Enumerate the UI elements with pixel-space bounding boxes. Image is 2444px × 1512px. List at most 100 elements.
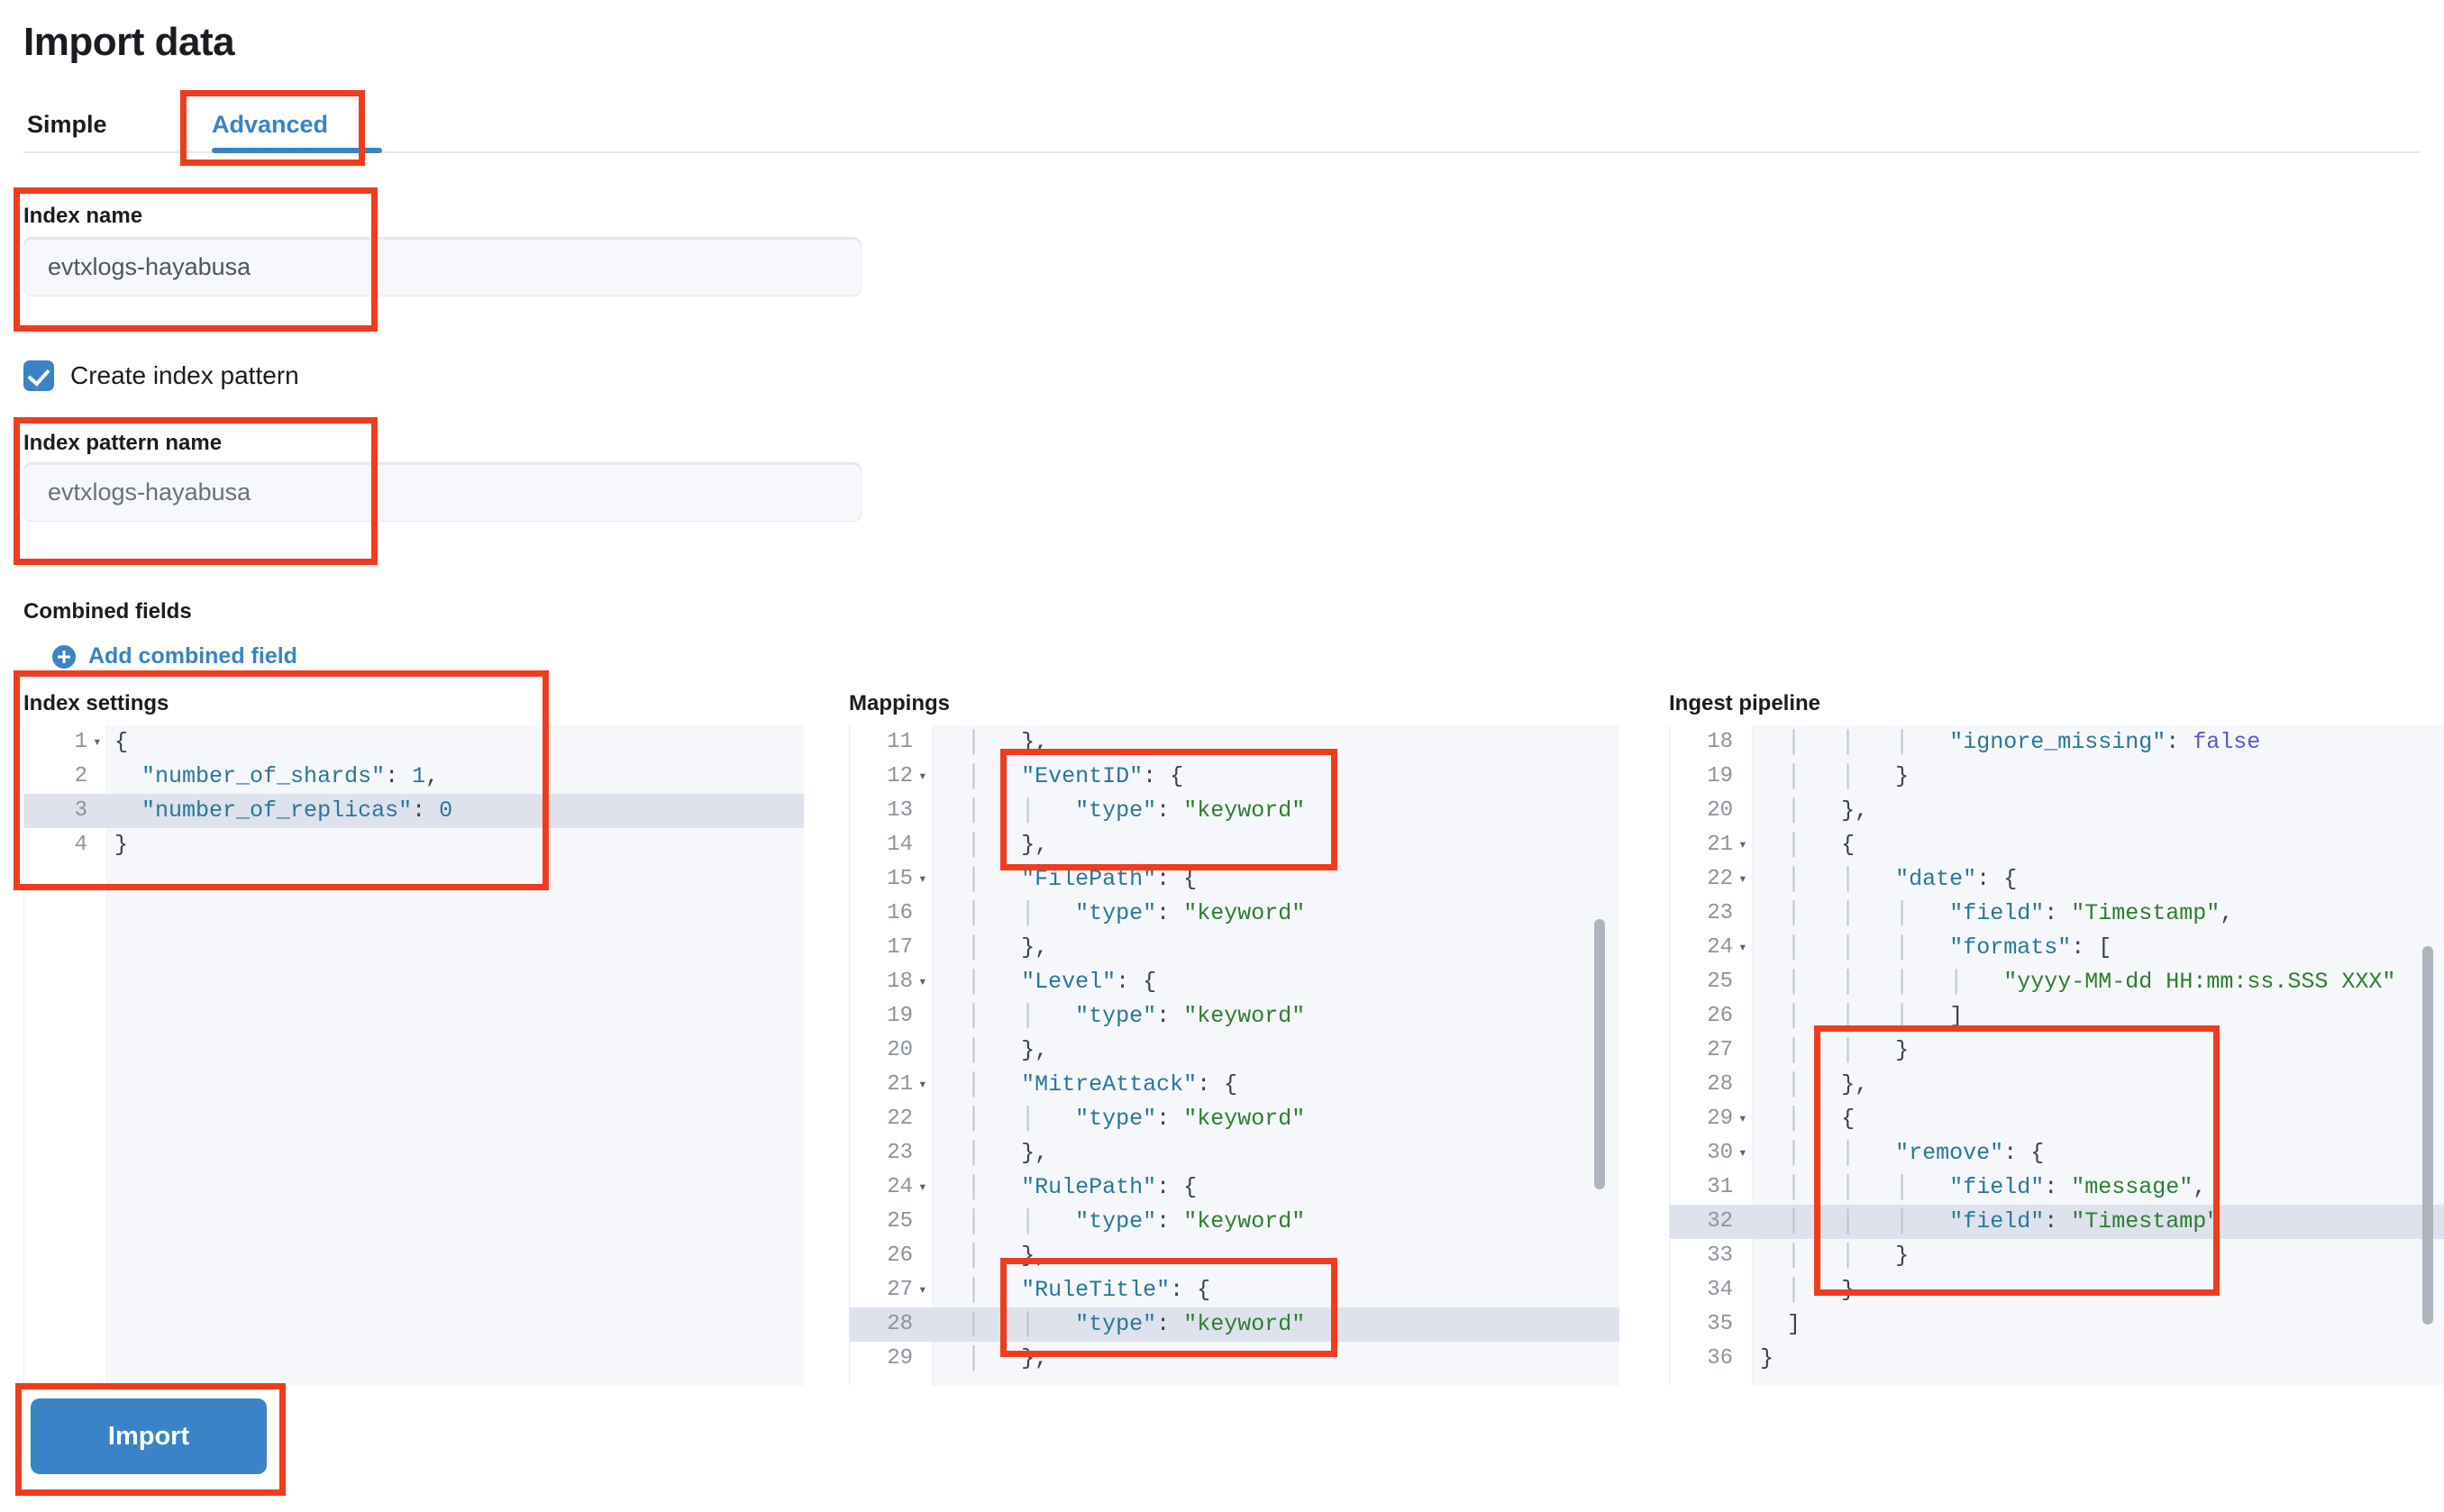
code-line[interactable]: 13 │ │ "type": "keyword" (850, 794, 1619, 828)
code-line[interactable]: 23 │ }, (850, 1136, 1619, 1170)
tab-simple[interactable]: Simple (23, 111, 111, 153)
fold-arrow-icon[interactable]: ▾ (1738, 871, 1747, 888)
mappings-editor[interactable]: 11 │ },12▾ │ "EventID": {13 │ │ "type": … (849, 725, 1619, 1386)
code-line[interactable]: 19 │ │ "type": "keyword" (850, 999, 1619, 1034)
index-settings-gutter (24, 725, 107, 1386)
code-line[interactable]: 26 │ │ │ ] (1670, 999, 2444, 1034)
code-line[interactable]: 18▾ │ "Level": { (850, 965, 1619, 999)
line-number: 17 (887, 935, 913, 960)
fold-arrow-icon[interactable]: ▾ (1738, 1111, 1747, 1127)
code-line[interactable]: 29 │ }, (850, 1342, 1619, 1376)
tab-underline-divider (23, 151, 2421, 153)
fold-arrow-icon[interactable]: ▾ (918, 974, 927, 990)
add-combined-field-link[interactable]: Add combined field (52, 643, 297, 669)
code-line[interactable]: 33 │ │ } (1670, 1239, 2444, 1273)
code-line[interactable]: 36} (1670, 1342, 2444, 1376)
create-index-pattern-checkbox[interactable] (23, 360, 54, 391)
code-text: │ "Level": { (967, 969, 1157, 995)
line-number: 29 (1707, 1107, 1733, 1131)
code-line[interactable]: 27▾ │ "RuleTitle": { (850, 1273, 1619, 1307)
code-line[interactable]: 22▾ │ │ "date": { (1670, 862, 2444, 897)
code-line[interactable]: 28 │ │ "type": "keyword" (850, 1307, 1619, 1342)
line-number: 28 (1707, 1072, 1733, 1097)
line-number: 29 (887, 1346, 913, 1371)
code-line[interactable]: 18 │ │ │ "ignore_missing": false (1670, 725, 2444, 760)
code-line[interactable]: 16 │ │ "type": "keyword" (850, 897, 1619, 931)
mappings-scrollbar[interactable] (1594, 919, 1605, 1189)
mappings-code[interactable]: 11 │ },12▾ │ "EventID": {13 │ │ "type": … (850, 725, 1619, 1376)
code-text: │ "MitreAttack": { (967, 1071, 1238, 1098)
code-line[interactable]: 22 │ │ "type": "keyword" (850, 1102, 1619, 1136)
code-text: │ │ } (1787, 1037, 1910, 1063)
code-text: │ │ │ "ignore_missing": false (1787, 729, 2261, 755)
index-settings-editor[interactable]: 1▾{2 "number_of_shards": 1,3 "number_of_… (23, 725, 804, 1386)
code-line[interactable]: 30▾ │ │ "remove": { (1670, 1136, 2444, 1170)
mappings-panel: Mappings 11 │ },12▾ │ "EventID": {13 │ │… (849, 691, 1619, 1386)
fold-arrow-icon[interactable]: ▾ (1738, 1145, 1747, 1161)
line-number: 31 (1707, 1175, 1733, 1199)
code-line[interactable]: 31 │ │ │ "field": "message", (1670, 1170, 2444, 1205)
code-line[interactable]: 23 │ │ │ "field": "Timestamp", (1670, 897, 2444, 931)
code-text: │ │ │ "field": "message", (1787, 1174, 2207, 1200)
fold-arrow-icon[interactable]: ▾ (918, 1180, 927, 1196)
code-line[interactable]: 12▾ │ "EventID": { (850, 760, 1619, 794)
index-settings-code[interactable]: 1▾{2 "number_of_shards": 1,3 "number_of_… (24, 725, 804, 862)
code-line[interactable]: 2 "number_of_shards": 1, (24, 760, 804, 794)
line-number: 22 (1707, 867, 1733, 891)
fold-arrow-icon[interactable]: ▾ (918, 1282, 927, 1298)
line-number: 14 (887, 833, 913, 857)
code-text: │ │ } (1787, 763, 1910, 789)
fold-arrow-icon[interactable]: ▾ (93, 734, 102, 751)
code-line[interactable]: 21▾ │ "MitreAttack": { (850, 1068, 1619, 1102)
code-text: │ }, (967, 1140, 1049, 1166)
code-text: │ │ │ "formats": [ (1787, 934, 2112, 961)
code-line[interactable]: 27 │ │ } (1670, 1034, 2444, 1068)
code-line[interactable]: 26 │ }, (850, 1239, 1619, 1273)
fold-arrow-icon[interactable]: ▾ (918, 871, 927, 888)
code-line[interactable]: 11 │ }, (850, 725, 1619, 760)
code-line[interactable]: 19 │ │ } (1670, 760, 2444, 794)
code-text: } (1760, 1345, 1774, 1371)
code-line[interactable]: 24▾ │ "RulePath": { (850, 1170, 1619, 1205)
code-line[interactable]: 3 "number_of_replicas": 0 (24, 794, 804, 828)
create-index-pattern-row[interactable]: Create index pattern (23, 360, 299, 391)
import-button[interactable]: Import (31, 1398, 267, 1474)
code-line[interactable]: 20 │ }, (1670, 794, 2444, 828)
line-number: 25 (1707, 970, 1733, 994)
code-line[interactable]: 1▾{ (24, 725, 804, 760)
fold-arrow-icon[interactable]: ▾ (1738, 837, 1747, 853)
code-line[interactable]: 34 │ } (1670, 1273, 2444, 1307)
code-line[interactable]: 14 │ }, (850, 828, 1619, 862)
code-line[interactable]: 32 │ │ │ "field": "Timestamp" (1670, 1205, 2444, 1239)
index-name-input[interactable] (23, 237, 862, 296)
fold-arrow-icon[interactable]: ▾ (918, 1077, 927, 1093)
tab-advanced[interactable]: Advanced (208, 111, 383, 153)
code-text: │ │ "type": "keyword" (967, 1208, 1306, 1234)
code-line[interactable]: 20 │ }, (850, 1034, 1619, 1068)
code-line[interactable]: 17 │ }, (850, 931, 1619, 965)
code-line[interactable]: 4} (24, 828, 804, 862)
index-pattern-name-input[interactable] (23, 462, 862, 522)
code-line[interactable]: 35 ] (1670, 1307, 2444, 1342)
code-line[interactable]: 15▾ │ "FilePath": { (850, 862, 1619, 897)
line-number: 30 (1707, 1141, 1733, 1165)
fold-arrow-icon[interactable]: ▾ (918, 769, 927, 785)
code-line[interactable]: 29▾ │ { (1670, 1102, 2444, 1136)
code-line[interactable]: 25 │ │ │ │ "yyyy-MM-dd HH:mm:ss.SSS XXX" (1670, 965, 2444, 999)
line-number: 20 (887, 1038, 913, 1062)
code-line[interactable]: 21▾ │ { (1670, 828, 2444, 862)
code-line[interactable]: 28 │ }, (1670, 1068, 2444, 1102)
code-text: │ "RulePath": { (967, 1174, 1198, 1200)
code-text: │ │ "type": "keyword" (967, 1311, 1306, 1337)
line-number: 19 (887, 1004, 913, 1028)
code-text: │ }, (967, 729, 1049, 755)
line-number: 33 (1707, 1243, 1733, 1268)
line-number: 26 (887, 1243, 913, 1268)
code-line[interactable]: 24▾ │ │ │ "formats": [ (1670, 931, 2444, 965)
line-number: 3 (74, 798, 87, 823)
ingest-pipeline-scrollbar[interactable] (2422, 946, 2433, 1325)
fold-arrow-icon[interactable]: ▾ (1738, 940, 1747, 956)
code-line[interactable]: 25 │ │ "type": "keyword" (850, 1205, 1619, 1239)
